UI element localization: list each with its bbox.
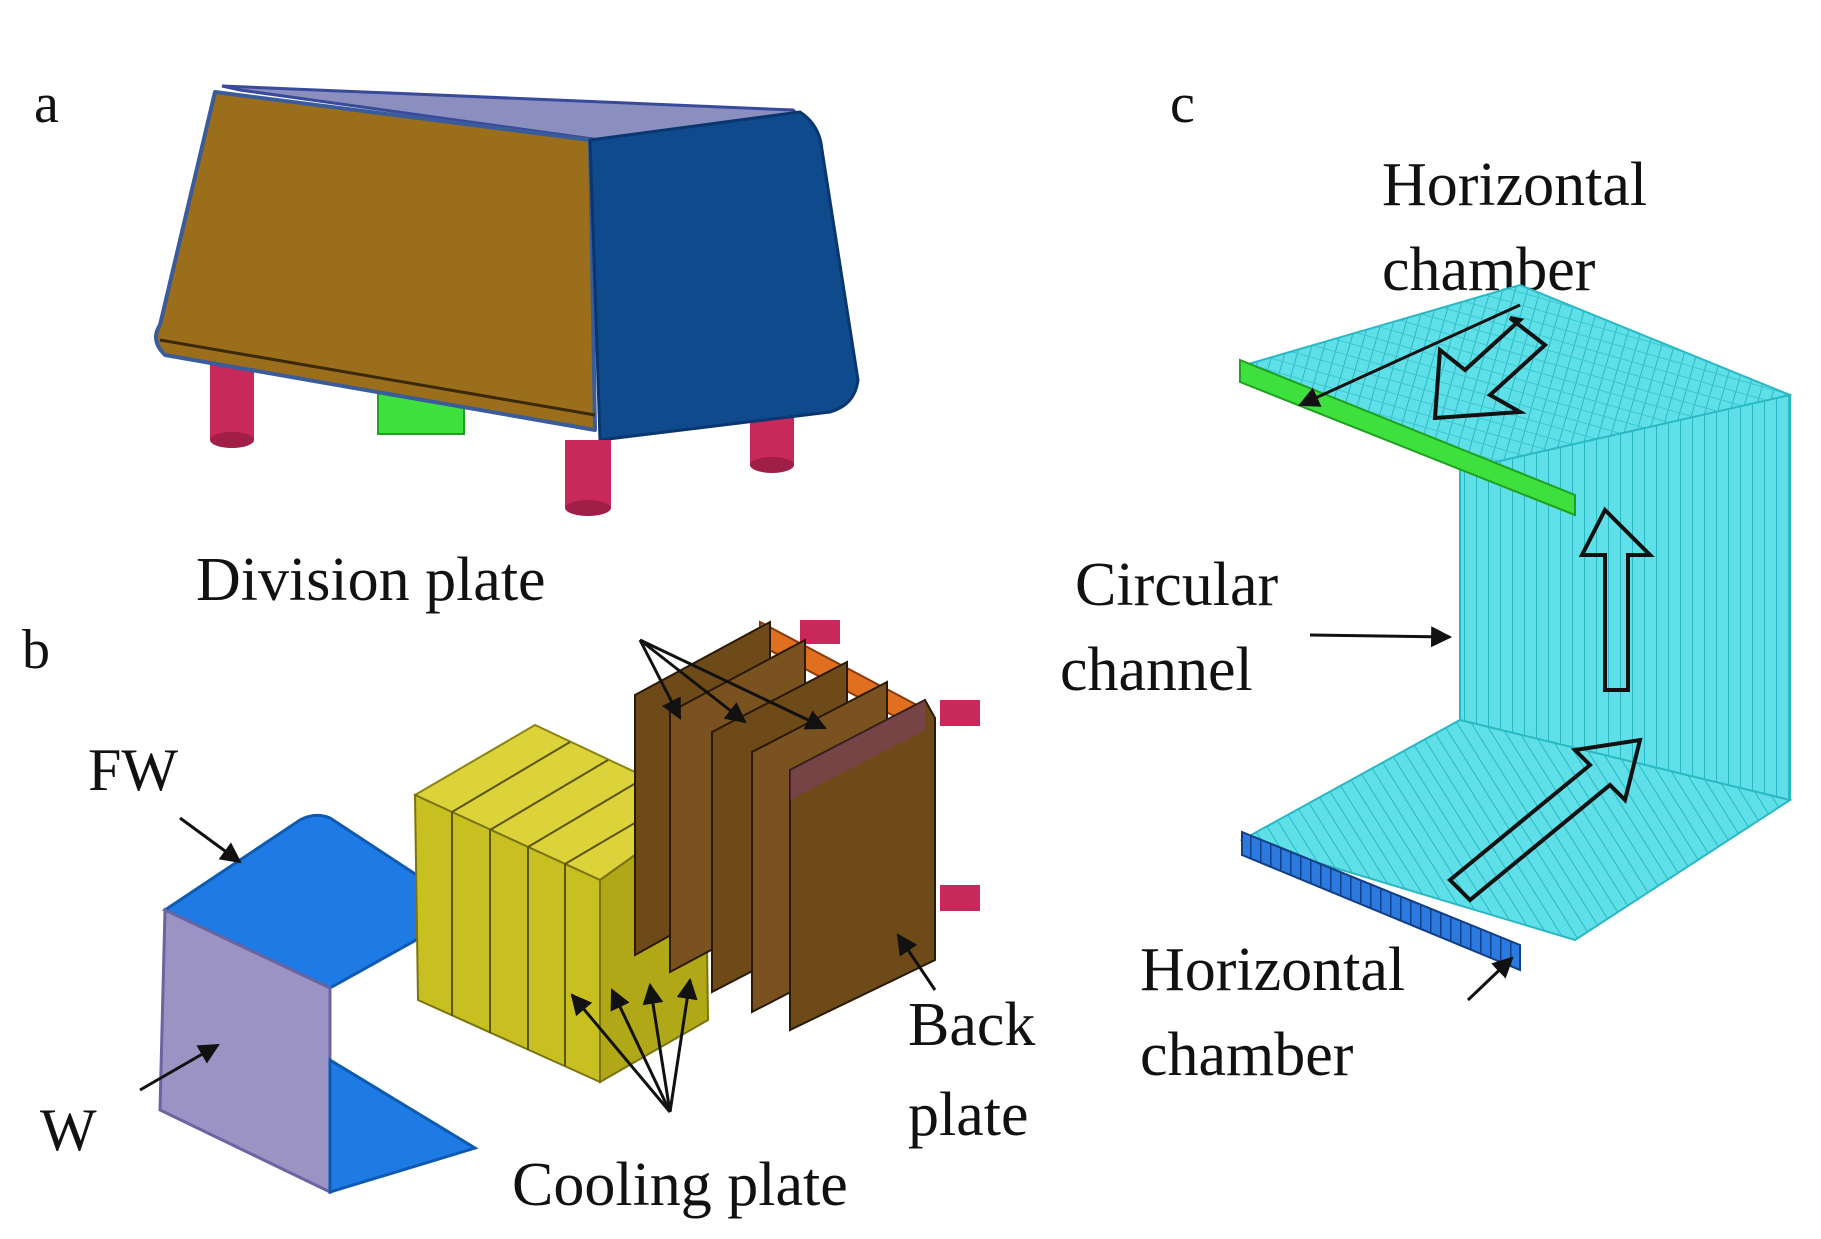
green-horizontal-chamber: [1239, 358, 1576, 517]
label-back-plate-line1: Back: [908, 991, 1035, 1059]
label-bottom-chamber-line1: Horizontal: [1140, 936, 1405, 1004]
leg-front: [565, 440, 611, 508]
fw-bottom-face: [328, 1057, 479, 1195]
mesh-bottom-face: [1239, 718, 1793, 942]
panel-b: b Division plate FW W Cooling plate Back…: [22, 546, 1035, 1219]
blanket-box: [154, 84, 860, 516]
panel-a-letter: a: [34, 73, 59, 135]
label-cooling-plate: Cooling plate: [512, 1151, 848, 1219]
box-side-face: [588, 110, 860, 442]
label-circular-line2: channel: [1060, 636, 1253, 704]
panel-a: a: [34, 73, 860, 516]
box-front-face: [154, 90, 597, 432]
label-top-chamber-line2: chamber: [1382, 236, 1596, 304]
panel-b-letter: b: [22, 619, 50, 681]
label-w: W: [40, 1097, 97, 1163]
flow-arrow-top: [1432, 316, 1549, 421]
cooling-channel-mesh: [1239, 283, 1793, 972]
label-back-plate-line2: plate: [908, 1081, 1029, 1149]
panel-c: c Horizontal chamber Circular channel Ho…: [1060, 73, 1793, 1089]
leg-back-left: [210, 360, 254, 440]
label-fw: FW: [88, 737, 178, 803]
label-division-plate: Division plate: [196, 546, 546, 614]
blue-horizontal-chamber: [1241, 830, 1521, 972]
label-top-chamber-line1: Horizontal: [1382, 151, 1647, 219]
flow-arrow-vertical: [1578, 506, 1655, 692]
panel-c-letter: c: [1170, 73, 1195, 135]
flow-arrow-bottom: [1447, 737, 1643, 903]
panel-c-leaders: [1298, 303, 1521, 1002]
panel-b-leaders: [139, 638, 937, 1113]
label-bottom-chamber-line2: chamber: [1140, 1021, 1354, 1089]
flow-arrows: [1432, 316, 1655, 903]
label-circular-line1: Circular: [1075, 551, 1278, 619]
